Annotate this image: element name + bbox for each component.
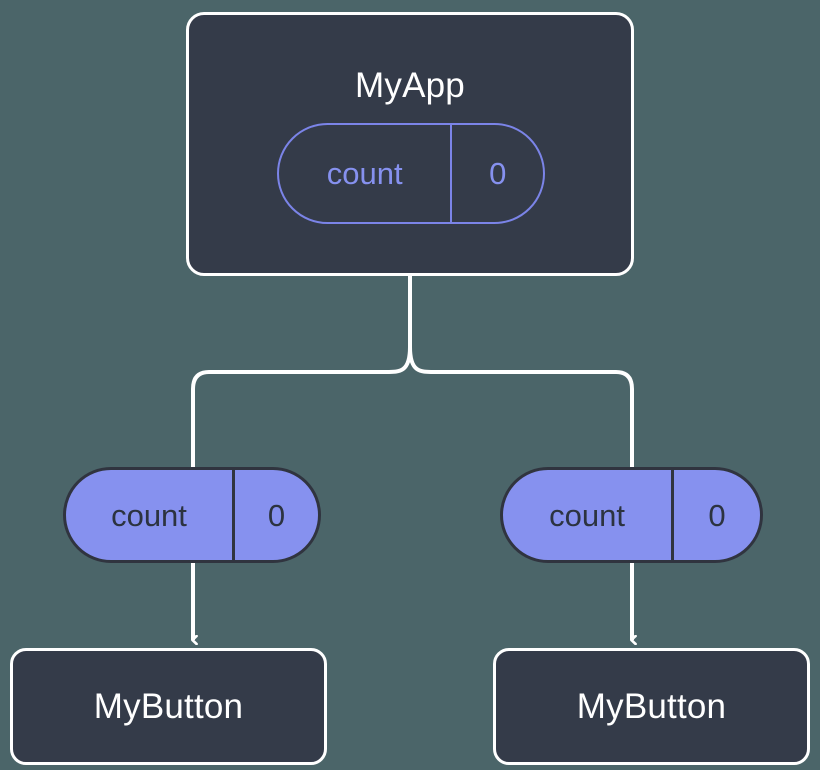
state-pill-left[interactable]: count 0 <box>63 467 321 563</box>
node-mybutton-right-label: MyButton <box>576 687 727 726</box>
state-pill-left-value: 0 <box>232 470 318 560</box>
state-pill-right-key: count <box>549 497 625 533</box>
node-mybutton-left-label: MyButton <box>93 687 244 726</box>
state-pill-left-key: count <box>111 497 187 533</box>
state-pill-myapp[interactable]: count 0 <box>277 123 545 224</box>
state-pill-myapp-value: 0 <box>450 125 543 222</box>
state-pill-myapp-key: count <box>326 156 403 191</box>
node-mybutton-right[interactable]: MyButton <box>493 648 810 765</box>
node-mybutton-left[interactable]: MyButton <box>10 648 327 765</box>
state-pill-right[interactable]: count 0 <box>500 467 763 563</box>
edge-junction-to-left-state <box>191 345 412 469</box>
node-myapp-label: MyApp <box>355 66 465 105</box>
state-pill-right-value: 0 <box>671 470 760 560</box>
edge-junction-to-right-state <box>408 345 634 469</box>
